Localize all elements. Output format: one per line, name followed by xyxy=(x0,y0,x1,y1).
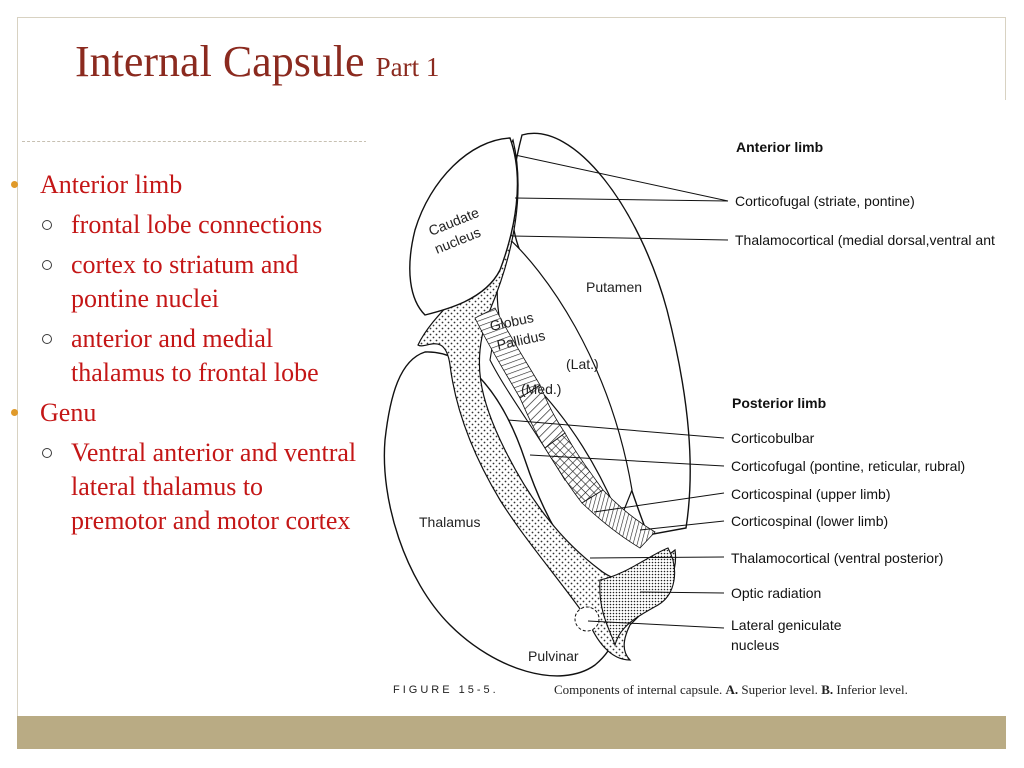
subbullet-cortex-striatum: cortex to striatum and pontine nuclei xyxy=(10,248,360,316)
circle-bullet-icon xyxy=(42,220,52,230)
caption-a-text: Superior level. xyxy=(741,682,818,697)
circle-bullet-icon xyxy=(42,260,52,270)
subbullet-text: frontal lobe connections xyxy=(71,210,323,239)
optic-radiation-region xyxy=(599,547,676,647)
bullet-dot-icon xyxy=(11,181,18,188)
internal-capsule-diagram: Caudate nucleus Putamen Globus Pallidus … xyxy=(383,132,995,697)
figure-number: FIGURE 15-5. xyxy=(393,684,499,696)
slide-title-part: Part 1 xyxy=(375,52,440,82)
lateral-geniculate-label: Lateral geniculate xyxy=(731,617,842,633)
corticospinal-lower-region xyxy=(581,489,656,549)
caption-prefix: Components of internal capsule. xyxy=(554,682,722,697)
caudate-nucleus-shape xyxy=(409,137,519,316)
posterior-limb-heading: Posterior limb xyxy=(732,395,826,411)
pulvinar-label: Pulvinar xyxy=(528,648,579,664)
caption-b-text: Inferior level. xyxy=(836,682,907,697)
leader-line xyxy=(514,197,729,202)
posterior-label-corticospinal-lower: Corticospinal (lower limb) xyxy=(731,513,888,529)
leader-line xyxy=(589,556,725,559)
leader-line xyxy=(529,454,725,467)
caption-b-marker: B. xyxy=(821,682,833,697)
bullet-genu: Genu xyxy=(10,396,360,430)
subbullet-text: Ventral anterior and ventral lateral tha… xyxy=(71,438,357,535)
leader-line xyxy=(639,591,725,594)
diagram-panel: Caudate nucleus Putamen Globus Pallidus … xyxy=(366,100,1007,716)
leader-line xyxy=(587,620,725,629)
leader-line xyxy=(639,520,725,531)
figure-caption: Components of internal capsule. A. Super… xyxy=(554,682,908,697)
circle-bullet-icon xyxy=(42,334,52,344)
leader-line xyxy=(514,154,729,202)
medial-label: (Med.) xyxy=(521,381,561,397)
title-divider xyxy=(22,141,367,142)
anterior-label-corticofugal: Corticofugal (striate, pontine) xyxy=(735,193,915,209)
leader-line xyxy=(507,419,725,439)
subbullet-text: cortex to striatum and pontine nuclei xyxy=(71,250,299,313)
posterior-label-corticospinal-upper: Corticospinal (upper limb) xyxy=(731,486,891,502)
posterior-label-thalamocortical: Thalamocortical (ventral posterior) xyxy=(731,550,943,566)
subbullet-thalamus-frontal: anterior and medial thalamus to frontal … xyxy=(10,322,360,390)
slide-title-main: Internal Capsule xyxy=(75,37,365,86)
putamen-label: Putamen xyxy=(586,279,642,295)
footer-bar xyxy=(17,716,1006,749)
lateral-geniculate-circle xyxy=(574,606,600,632)
leader-line xyxy=(511,235,729,241)
subbullet-text: anterior and medial thalamus to frontal … xyxy=(71,324,319,387)
posterior-label-corticobulbar: Corticobulbar xyxy=(731,430,815,446)
thalamus-shape xyxy=(383,351,617,677)
anterior-limb-heading: Anterior limb xyxy=(736,139,823,155)
anterior-label-thalamocortical: Thalamocortical (medial dorsal,ventral a… xyxy=(735,232,995,248)
bullet-text: Genu xyxy=(40,398,97,427)
posterior-label-optic-radiation: Optic radiation xyxy=(731,585,821,601)
posterior-label-corticofugal: Corticofugal (pontine, reticular, rubral… xyxy=(731,458,965,474)
bullet-list: Anterior limb frontal lobe connections c… xyxy=(10,168,360,544)
slide-title: Internal Capsule Part 1 xyxy=(75,36,439,87)
lateral-label: (Lat.) xyxy=(566,356,599,372)
caption-a-marker: A. xyxy=(726,682,739,697)
bullet-text: Anterior limb xyxy=(40,170,183,199)
thalamus-label: Thalamus xyxy=(419,514,480,530)
subbullet-ventral-thalamus: Ventral anterior and ventral lateral tha… xyxy=(10,436,360,538)
lateral-geniculate-label-line2: nucleus xyxy=(731,637,779,653)
leader-line xyxy=(593,492,725,513)
bullet-anterior-limb: Anterior limb xyxy=(10,168,360,202)
subbullet-frontal-lobe: frontal lobe connections xyxy=(10,208,360,242)
bullet-dot-icon xyxy=(11,409,18,416)
circle-bullet-icon xyxy=(42,448,52,458)
